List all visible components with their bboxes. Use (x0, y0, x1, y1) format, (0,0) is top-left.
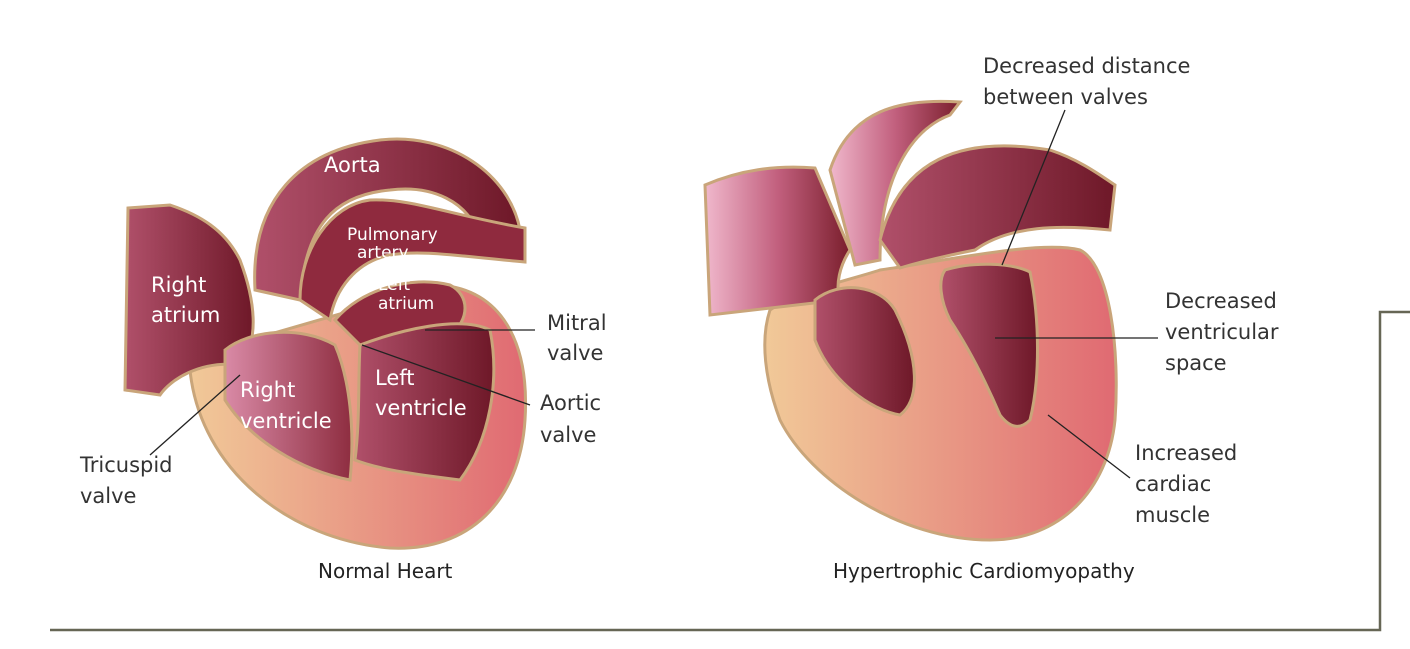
label-left-atrium-2: atrium (378, 294, 434, 314)
normal-heart: Aorta Pulmonary artery Right atrium Left… (79, 139, 607, 583)
label-pulmonary-1: Pulmonary (347, 225, 438, 245)
label-decreased-distance-2: between valves (983, 85, 1148, 109)
label-increased-muscle-1: Increased (1135, 441, 1237, 465)
label-decreased-space-2: ventricular (1165, 320, 1279, 344)
label-tricuspid-2: valve (80, 484, 136, 508)
label-aorta: Aorta (324, 153, 381, 177)
label-right-atrium-2: atrium (151, 303, 220, 327)
label-mitral-2: valve (547, 341, 603, 365)
label-left-atrium-1: Left (378, 275, 410, 295)
label-decreased-space-3: space (1165, 351, 1227, 375)
label-decreased-distance-1: Decreased distance (983, 54, 1190, 78)
label-increased-muscle-2: cardiac (1135, 472, 1211, 496)
label-increased-muscle-3: muscle (1135, 503, 1210, 527)
label-decreased-space-1: Decreased (1165, 289, 1277, 313)
label-aortic-2: valve (540, 423, 596, 447)
caption-normal-heart: Normal Heart (318, 559, 453, 583)
label-tricuspid-1: Tricuspid (79, 453, 173, 477)
label-left-ventricle-1: Left (375, 366, 415, 390)
label-right-ventricle-1: Right (240, 378, 295, 402)
label-mitral-1: Mitral (547, 311, 607, 335)
label-right-ventricle-2: ventricle (240, 409, 332, 433)
label-aortic-1: Aortic (540, 391, 601, 415)
hcm-heart: Decreased distance between valves Decrea… (705, 54, 1279, 583)
label-pulmonary-2: artery (357, 243, 409, 263)
caption-hcm: Hypertrophic Cardiomyopathy (833, 559, 1135, 583)
label-right-atrium-1: Right (151, 273, 206, 297)
label-left-ventricle-2: ventricle (375, 396, 467, 420)
